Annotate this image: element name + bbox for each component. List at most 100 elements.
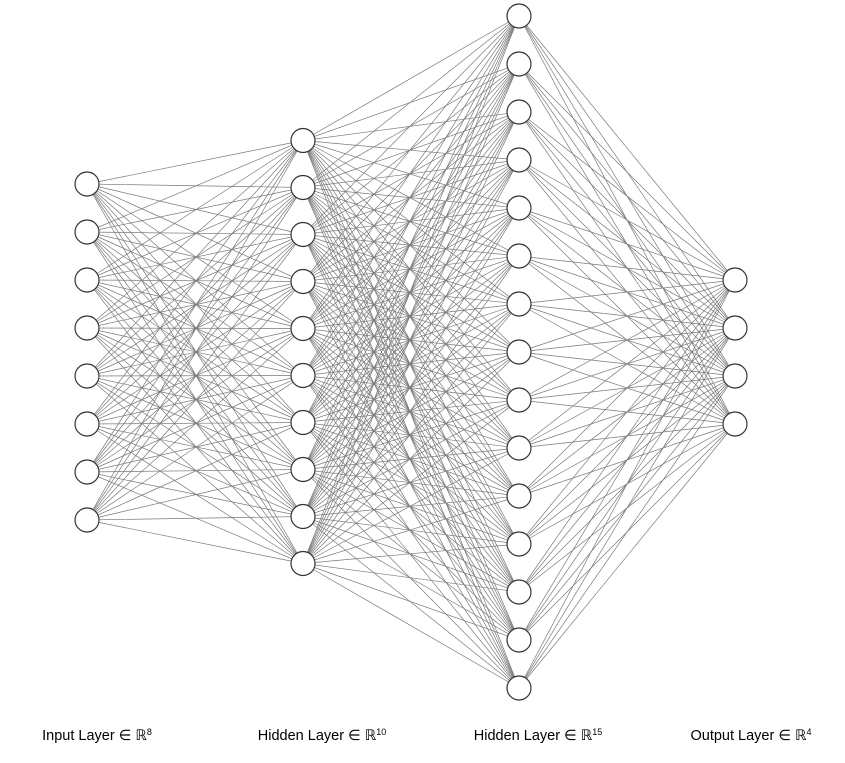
edge-input-layer-2-to-hidden-layer-1-0 xyxy=(86,140,304,281)
edge-hidden-layer-1-7-to-hidden-layer-2-14 xyxy=(302,469,520,689)
input-layer-neuron-1 xyxy=(74,219,100,245)
edge-hidden-layer-1-9-to-hidden-layer-2-6 xyxy=(302,303,520,564)
edge-hidden-layer-1-9-to-hidden-layer-2-3 xyxy=(302,159,520,564)
edge-hidden-layer-1-9-to-hidden-layer-2-1 xyxy=(302,63,520,564)
edge-input-layer-4-to-hidden-layer-1-7 xyxy=(86,375,304,470)
hidden-layer-2-neuron-10 xyxy=(506,483,532,509)
input-layer-neuron-0 xyxy=(74,171,100,197)
edge-input-layer-7-to-hidden-layer-1-7 xyxy=(86,469,304,521)
edge-input-layer-0-to-hidden-layer-1-7 xyxy=(86,183,304,470)
edge-input-layer-1-to-hidden-layer-1-4 xyxy=(86,231,304,329)
edge-hidden-layer-2-14-to-output-layer-2 xyxy=(518,375,736,689)
edge-hidden-layer-1-5-to-hidden-layer-2-12 xyxy=(302,375,520,593)
hidden-layer-2-neuron-7 xyxy=(506,339,532,365)
edge-input-layer-2-to-hidden-layer-1-6 xyxy=(86,279,304,423)
hidden-layer-2-neuron-14 xyxy=(506,675,532,701)
edge-hidden-layer-2-13-to-output-layer-0 xyxy=(518,279,736,641)
edge-hidden-layer-1-3-to-hidden-layer-2-9 xyxy=(302,281,520,449)
edge-hidden-layer-1-3-to-hidden-layer-2-7 xyxy=(302,281,520,353)
edge-input-layer-4-to-hidden-layer-1-9 xyxy=(86,375,304,564)
input-layer-label-exponent: 8 xyxy=(146,727,152,737)
hidden-layer-2-neuron-0 xyxy=(506,3,532,29)
edge-input-layer-2-to-hidden-layer-1-9 xyxy=(86,279,304,564)
edge-hidden-layer-1-2-to-hidden-layer-2-3 xyxy=(302,159,520,235)
edge-hidden-layer-1-4-to-hidden-layer-2-5 xyxy=(302,255,520,329)
hidden-layer-2-label-text: Hidden Layer ∈ ℝ xyxy=(473,728,593,744)
edge-input-layer-6-to-hidden-layer-1-8 xyxy=(86,471,304,517)
edge-hidden-layer-1-1-to-hidden-layer-2-2 xyxy=(302,111,520,188)
edge-input-layer-3-to-hidden-layer-1-0 xyxy=(86,140,304,329)
edge-hidden-layer-1-5-to-hidden-layer-2-6 xyxy=(302,303,520,376)
edge-hidden-layer-1-4-to-hidden-layer-2-10 xyxy=(302,328,520,497)
edge-input-layer-1-to-hidden-layer-1-7 xyxy=(86,231,304,470)
edge-hidden-layer-1-2-to-hidden-layer-2-2 xyxy=(302,111,520,235)
edge-hidden-layer-1-9-to-hidden-layer-2-7 xyxy=(302,351,520,564)
edge-hidden-layer-2-4-to-output-layer-0 xyxy=(518,207,736,281)
edge-hidden-layer-1-7-to-hidden-layer-2-12 xyxy=(302,469,520,593)
edge-hidden-layer-1-5-to-hidden-layer-2-0 xyxy=(302,15,520,376)
edge-hidden-layer-1-6-to-hidden-layer-2-14 xyxy=(302,422,520,689)
input-layer-label-text: Input Layer ∈ ℝ xyxy=(42,728,147,744)
edge-hidden-layer-1-8-to-hidden-layer-2-13 xyxy=(302,516,520,641)
edge-hidden-layer-2-3-to-output-layer-0 xyxy=(518,159,736,281)
edge-hidden-layer-1-6-to-hidden-layer-2-9 xyxy=(302,422,520,449)
edge-hidden-layer-1-8-to-hidden-layer-2-11 xyxy=(302,516,520,545)
edge-hidden-layer-2-6-to-output-layer-0 xyxy=(518,279,736,305)
edge-hidden-layer-1-6-to-hidden-layer-2-12 xyxy=(302,422,520,593)
output-layer-label-exponent: 4 xyxy=(806,727,812,737)
edge-hidden-layer-1-0-to-hidden-layer-2-4 xyxy=(302,140,520,209)
edge-hidden-layer-1-9-to-hidden-layer-2-14 xyxy=(302,563,520,689)
edge-hidden-layer-1-4-to-hidden-layer-2-0 xyxy=(302,15,520,329)
edge-input-layer-4-to-hidden-layer-1-8 xyxy=(86,375,304,517)
edge-hidden-layer-2-0-to-output-layer-0 xyxy=(518,15,736,281)
edge-hidden-layer-1-6-to-hidden-layer-2-13 xyxy=(302,422,520,641)
edge-hidden-layer-1-9-to-hidden-layer-2-11 xyxy=(302,543,520,564)
edge-input-layer-3-to-hidden-layer-1-2 xyxy=(86,234,304,329)
edge-hidden-layer-1-7-to-hidden-layer-2-10 xyxy=(302,469,520,497)
hidden-layer-2-neuron-8 xyxy=(506,387,532,413)
edge-hidden-layer-1-8-to-hidden-layer-2-8 xyxy=(302,399,520,517)
hidden-layer-1-neuron-4 xyxy=(290,315,316,342)
edge-input-layer-0-to-hidden-layer-1-3 xyxy=(86,183,304,282)
edge-input-layer-4-to-hidden-layer-1-0 xyxy=(86,140,304,377)
edge-hidden-layer-1-5-to-hidden-layer-2-14 xyxy=(302,375,520,689)
edge-hidden-layer-1-2-to-hidden-layer-2-6 xyxy=(302,234,520,305)
hidden-layer-1-neuron-5 xyxy=(290,362,316,389)
edge-hidden-layer-1-1-to-hidden-layer-2-1 xyxy=(302,63,520,188)
hidden-layer-1-neuron-1 xyxy=(290,174,316,201)
edge-hidden-layer-1-5-to-hidden-layer-2-13 xyxy=(302,375,520,641)
hidden-layer-1-label-exponent: 10 xyxy=(376,727,387,737)
edge-hidden-layer-2-11-to-output-layer-0 xyxy=(518,279,736,545)
edge-hidden-layer-1-7-to-hidden-layer-2-8 xyxy=(302,399,520,470)
edge-input-layer-2-to-hidden-layer-1-2 xyxy=(86,234,304,281)
edge-hidden-layer-2-14-to-output-layer-3 xyxy=(518,423,736,689)
edge-hidden-layer-1-5-to-hidden-layer-2-10 xyxy=(302,375,520,497)
input-layer-neuron-3 xyxy=(74,315,100,341)
neuron-nodes xyxy=(74,3,748,701)
edge-hidden-layer-1-8-to-hidden-layer-2-14 xyxy=(302,516,520,689)
input-layer-neuron-2 xyxy=(74,267,100,293)
edge-hidden-layer-2-5-to-output-layer-0 xyxy=(518,255,736,281)
edge-hidden-layer-1-3-to-hidden-layer-2-6 xyxy=(302,281,520,305)
edge-input-layer-1-to-hidden-layer-1-0 xyxy=(86,140,304,233)
edge-input-layer-6-to-hidden-layer-1-5 xyxy=(86,375,304,473)
edge-hidden-layer-2-14-to-output-layer-1 xyxy=(518,327,736,689)
edge-hidden-layer-1-7-to-hidden-layer-2-0 xyxy=(302,15,520,470)
edge-input-layer-6-to-hidden-layer-1-7 xyxy=(86,469,304,473)
edge-hidden-layer-1-0-to-hidden-layer-2-0 xyxy=(302,15,520,141)
output-layer-label: Output Layer ∈ ℝ4 xyxy=(690,727,811,745)
hidden-layer-2-neuron-3 xyxy=(506,147,532,173)
edge-input-layer-4-to-hidden-layer-1-6 xyxy=(86,375,304,423)
edge-hidden-layer-1-2-to-hidden-layer-2-7 xyxy=(302,234,520,353)
edge-hidden-layer-1-8-to-hidden-layer-2-10 xyxy=(302,495,520,517)
edge-hidden-layer-1-4-to-hidden-layer-2-4 xyxy=(302,207,520,329)
edge-hidden-layer-1-2-to-hidden-layer-2-8 xyxy=(302,234,520,401)
hidden-layer-2-neuron-1 xyxy=(506,51,532,77)
edge-input-layer-5-to-hidden-layer-1-7 xyxy=(86,423,304,470)
edge-input-layer-7-to-hidden-layer-1-0 xyxy=(86,140,304,521)
edge-hidden-layer-1-4-to-hidden-layer-2-13 xyxy=(302,328,520,641)
edge-hidden-layer-1-0-to-hidden-layer-2-7 xyxy=(302,140,520,353)
hidden-layer-2-neuron-9 xyxy=(506,435,532,461)
edge-hidden-layer-1-9-to-hidden-layer-2-10 xyxy=(302,495,520,564)
edge-input-layer-6-to-hidden-layer-1-0 xyxy=(86,140,304,473)
